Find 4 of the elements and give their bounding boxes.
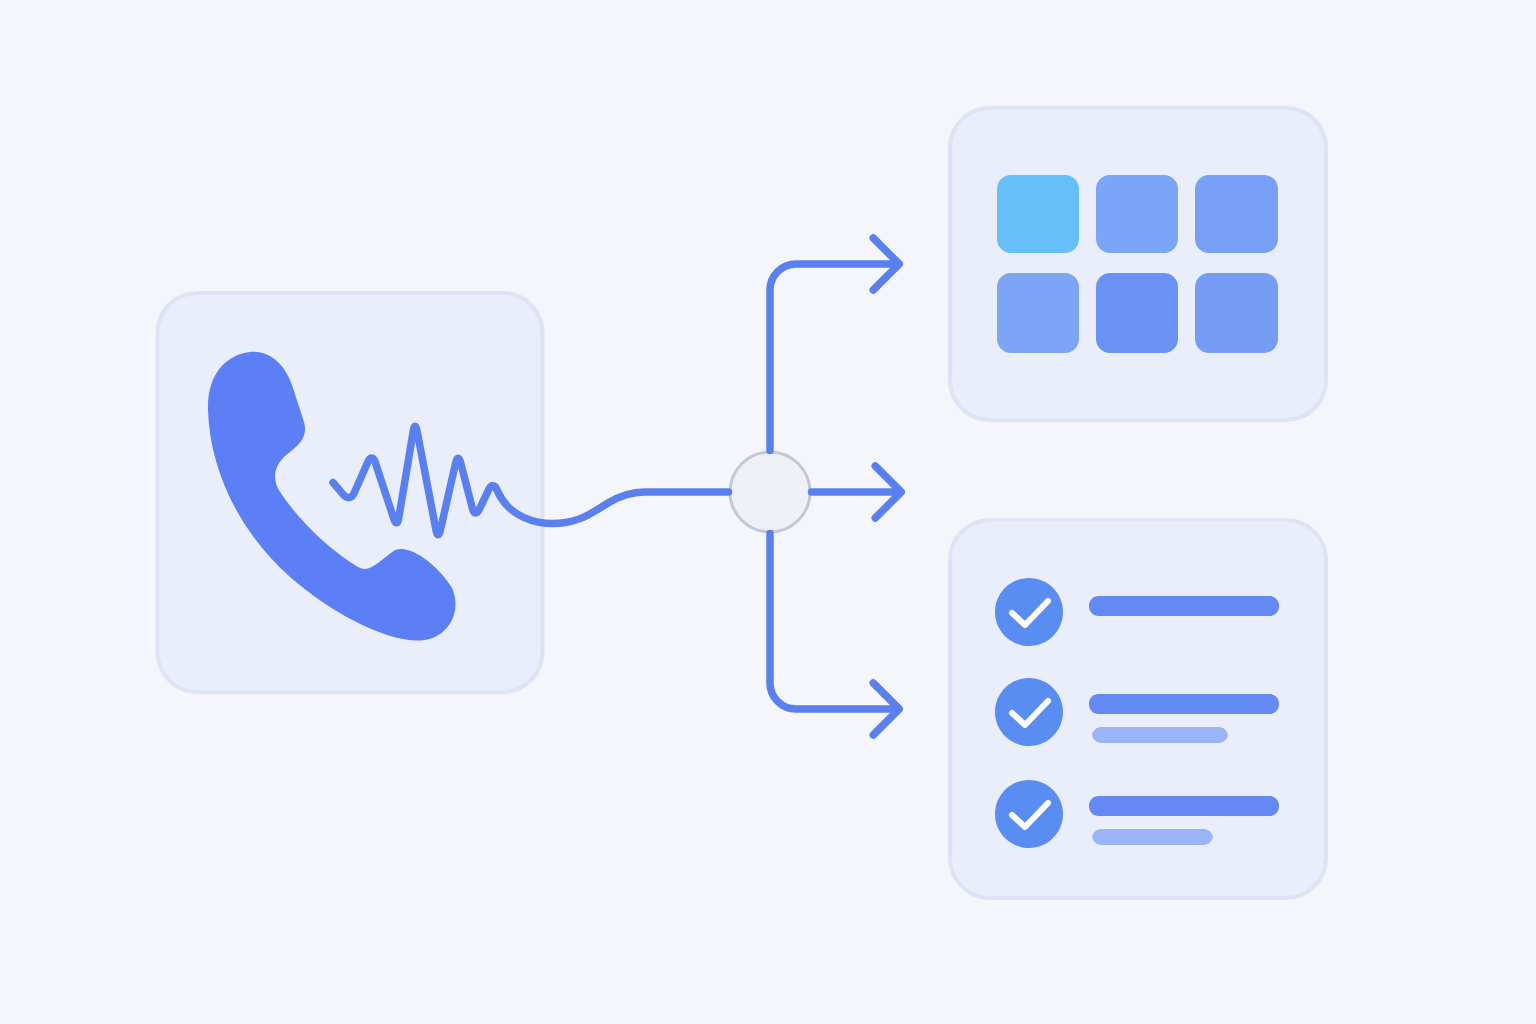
arrow [766, 234, 903, 455]
arrow [766, 529, 903, 739]
wave-line [329, 422, 733, 539]
junction-circle [728, 450, 812, 534]
